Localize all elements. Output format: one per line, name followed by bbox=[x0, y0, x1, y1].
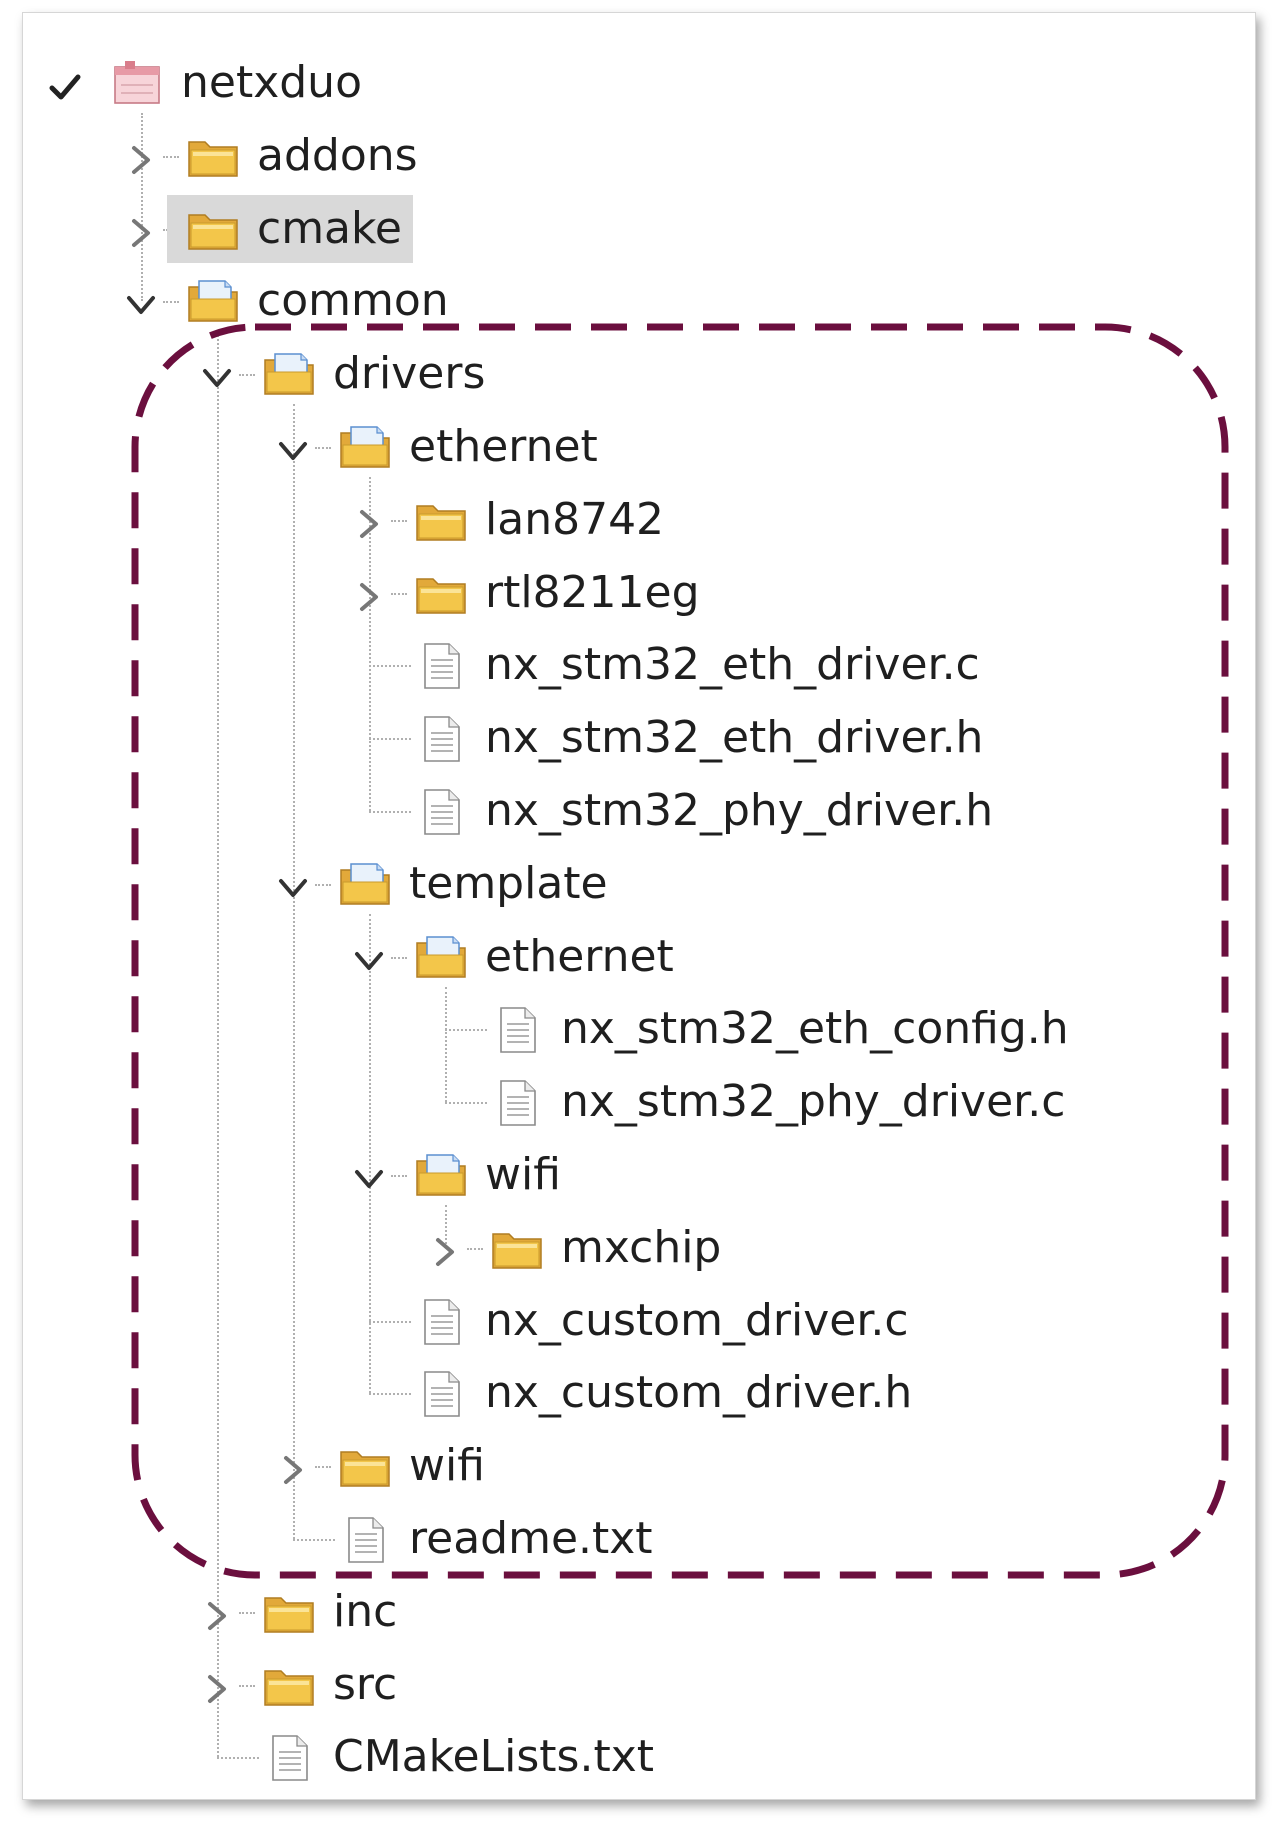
tree-item-label: src bbox=[333, 1658, 398, 1710]
project-explorer-panel: netxduo addons cmake common drivers ethernet l… bbox=[22, 12, 1256, 1800]
tree-item-label: ethernet bbox=[409, 421, 598, 472]
folder-open-icon bbox=[413, 1151, 469, 1201]
file-icon bbox=[261, 1733, 317, 1783]
file-icon bbox=[489, 1005, 545, 1055]
tree-item-file[interactable]: nx_stm32_eth_config.h bbox=[23, 999, 1255, 1059]
tree-item-folder[interactable]: rtl8211eg bbox=[23, 563, 1255, 623]
tree-item-label: cmake bbox=[257, 202, 402, 254]
folder-open-icon bbox=[261, 350, 317, 400]
folder-icon bbox=[413, 569, 469, 619]
folder-icon bbox=[489, 1224, 545, 1274]
chevron-down-icon[interactable] bbox=[197, 354, 237, 394]
tree-item-label: nx_stm32_phy_driver.c bbox=[561, 1076, 1066, 1128]
folder-icon bbox=[337, 1442, 393, 1492]
tree-item-folder[interactable]: wifi bbox=[23, 1145, 1255, 1205]
tree-item-folder[interactable]: src bbox=[23, 1655, 1255, 1715]
folder-icon bbox=[185, 205, 241, 255]
tree-item-label: nx_stm32_eth_driver.h bbox=[485, 712, 984, 764]
file-icon bbox=[489, 1078, 545, 1128]
tree-item-label: lan8742 bbox=[485, 493, 665, 545]
chevron-down-icon[interactable] bbox=[273, 427, 313, 467]
tree-guide-connector bbox=[217, 1757, 259, 1760]
tree-item-folder[interactable]: addons bbox=[23, 126, 1255, 186]
checkmark-icon bbox=[45, 63, 85, 103]
file-icon bbox=[413, 1297, 469, 1347]
tree-item-folder[interactable]: ethernet bbox=[23, 927, 1255, 987]
chevron-right-icon[interactable] bbox=[121, 209, 161, 249]
tree-item-label: netxduo bbox=[181, 57, 362, 108]
tree-item-label: template bbox=[409, 857, 608, 909]
tree-item-folder[interactable]: common bbox=[23, 271, 1255, 331]
chevron-down-icon[interactable] bbox=[349, 937, 389, 977]
tree-item-label: CMakeLists.txt bbox=[333, 1731, 654, 1783]
file-icon bbox=[413, 1369, 469, 1419]
tree-guide-connector bbox=[163, 155, 179, 158]
folder-open-icon bbox=[413, 933, 469, 983]
tree-guide-connector bbox=[239, 1611, 255, 1614]
tree-item-file[interactable]: nx_custom_driver.c bbox=[23, 1291, 1255, 1351]
file-icon bbox=[413, 787, 469, 837]
chevron-right-icon[interactable] bbox=[197, 1665, 237, 1705]
tree-item-label: mxchip bbox=[561, 1221, 722, 1273]
tree-item-label: inc bbox=[333, 1585, 398, 1637]
folder-icon bbox=[261, 1661, 317, 1711]
tree-item-folder[interactable]: drivers bbox=[23, 344, 1255, 404]
tree-item-label: wifi bbox=[485, 1149, 561, 1200]
chevron-right-icon[interactable] bbox=[121, 136, 161, 176]
tree-item-label: readme.txt bbox=[409, 1513, 653, 1564]
tree-guide-connector bbox=[163, 301, 179, 304]
tree-item-label: addons bbox=[257, 129, 418, 181]
tree-item-folder[interactable]: cmake bbox=[23, 194, 1255, 263]
file-icon bbox=[337, 1515, 393, 1565]
tree-item-file[interactable]: nx_stm32_eth_driver.c bbox=[23, 635, 1255, 695]
folder-icon bbox=[261, 1588, 317, 1638]
chevron-down-icon[interactable] bbox=[121, 281, 161, 321]
file-icon bbox=[413, 714, 469, 764]
chevron-right-icon[interactable] bbox=[197, 1592, 237, 1632]
chevron-right-icon[interactable] bbox=[349, 500, 389, 540]
tree-item-file[interactable]: nx_custom_driver.h bbox=[23, 1363, 1255, 1423]
tree-item-file[interactable]: nx_stm32_phy_driver.h bbox=[23, 781, 1255, 841]
tree-item-file[interactable]: nx_stm32_eth_driver.h bbox=[23, 708, 1255, 768]
tree-guide-line bbox=[141, 113, 143, 302]
tree-item-label: nx_stm32_eth_config.h bbox=[561, 1003, 1069, 1055]
tree-item-folder[interactable]: template bbox=[23, 854, 1255, 914]
folder-open-icon bbox=[185, 277, 241, 327]
tree-item-folder[interactable]: mxchip bbox=[23, 1218, 1255, 1278]
file-tree: netxduo addons cmake common drivers ethernet l… bbox=[23, 13, 1255, 1799]
tree-item-file[interactable]: CMakeLists.txt bbox=[23, 1727, 1255, 1787]
tree-guide-connector bbox=[239, 1684, 255, 1687]
tree-item-label: nx_stm32_phy_driver.h bbox=[485, 785, 994, 836]
folder-open-icon bbox=[337, 423, 393, 473]
tree-item-file[interactable]: readme.txt bbox=[23, 1509, 1255, 1569]
chevron-right-icon[interactable] bbox=[273, 1446, 313, 1486]
chevron-right-icon[interactable] bbox=[349, 573, 389, 613]
tree-item-folder[interactable]: wifi bbox=[23, 1436, 1255, 1496]
tree-item-label: nx_stm32_eth_driver.c bbox=[485, 639, 980, 691]
chevron-down-icon[interactable] bbox=[349, 1155, 389, 1195]
chevron-down-icon[interactable] bbox=[273, 864, 313, 904]
tree-item-folder[interactable]: inc bbox=[23, 1582, 1255, 1642]
chevron-right-icon[interactable] bbox=[425, 1228, 465, 1268]
file-icon bbox=[413, 641, 469, 691]
tree-item-label: wifi bbox=[409, 1440, 485, 1492]
tree-item-label: common bbox=[257, 275, 449, 327]
project-icon bbox=[109, 59, 165, 109]
tree-item-label: rtl8211eg bbox=[485, 566, 700, 618]
tree-item-folder[interactable]: lan8742 bbox=[23, 490, 1255, 550]
tree-item-label: drivers bbox=[333, 348, 486, 400]
tree-item-label: nx_custom_driver.h bbox=[485, 1367, 913, 1419]
tree-item-file[interactable]: nx_stm32_phy_driver.c bbox=[23, 1072, 1255, 1132]
tree-item-folder[interactable]: ethernet bbox=[23, 417, 1255, 477]
tree-item-project[interactable]: netxduo bbox=[23, 53, 1255, 113]
folder-icon bbox=[185, 132, 241, 182]
folder-icon bbox=[413, 496, 469, 546]
tree-item-label: ethernet bbox=[485, 930, 674, 982]
folder-open-icon bbox=[337, 860, 393, 910]
tree-item-label: nx_custom_driver.c bbox=[485, 1294, 909, 1346]
